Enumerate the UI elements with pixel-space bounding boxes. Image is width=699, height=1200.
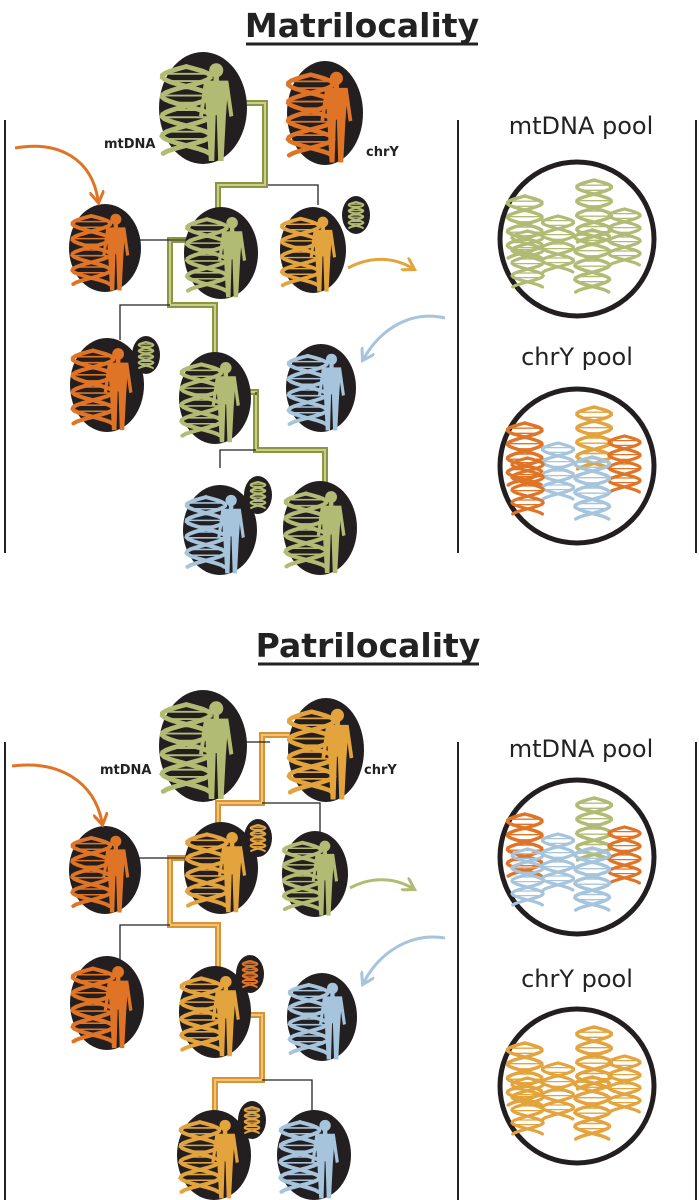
gen2-person-3 bbox=[287, 973, 357, 1061]
person-silhouette-icon bbox=[103, 348, 133, 431]
migrant-in-arrow bbox=[14, 144, 98, 200]
dna-helix-icon bbox=[178, 1120, 222, 1194]
dna-helix-icon bbox=[184, 832, 230, 908]
mt-pool-items bbox=[505, 796, 642, 912]
migrant-in-arrow bbox=[11, 763, 102, 822]
pool-dna-icon bbox=[510, 456, 545, 516]
gen3-person-1 bbox=[177, 1101, 266, 1200]
chr-pool-title: chrY pool bbox=[521, 965, 633, 993]
gen3-person-2 bbox=[277, 1110, 351, 1200]
person-silhouette-icon bbox=[316, 491, 346, 574]
mt-label: mtDNA bbox=[100, 763, 152, 778]
gen2-person-1 bbox=[70, 956, 144, 1050]
gen3-person-1 bbox=[183, 476, 272, 575]
founder-father bbox=[286, 698, 364, 802]
gen1-person-3 bbox=[279, 196, 370, 293]
pool-dna-icon bbox=[510, 1076, 545, 1136]
dna-helix-icon bbox=[249, 481, 267, 509]
pool-dna-icon bbox=[510, 229, 545, 289]
pool-dna-icon bbox=[607, 207, 642, 267]
pool-dna-icon bbox=[607, 1054, 642, 1114]
person-silhouette-icon bbox=[311, 840, 339, 916]
dna-helix-icon bbox=[179, 976, 224, 1052]
person-silhouette-icon bbox=[318, 353, 345, 431]
family-links bbox=[119, 184, 319, 468]
gen1-person-2 bbox=[184, 207, 258, 299]
panel-patrilocality: Patrilocality mtDNA chrY mtDNA pool bbox=[4, 626, 697, 1200]
gen2-person-2 bbox=[179, 955, 264, 1058]
person-silhouette-icon bbox=[211, 975, 240, 1057]
gen1-person-1 bbox=[69, 826, 141, 914]
offspring-badge bbox=[244, 819, 272, 857]
pool-dna-icon bbox=[572, 846, 612, 912]
dna-helix-icon bbox=[249, 824, 267, 852]
person-silhouette-icon bbox=[311, 1119, 339, 1199]
dna-helix-icon bbox=[137, 341, 155, 369]
person-silhouette-icon bbox=[211, 361, 240, 443]
person-silhouette-icon bbox=[321, 708, 354, 800]
gen1-person-2 bbox=[184, 819, 272, 914]
offspring-badge bbox=[244, 476, 272, 514]
person-silhouette-icon bbox=[218, 831, 247, 913]
dna-helix-icon bbox=[184, 217, 230, 293]
pool-dna-icon bbox=[510, 847, 545, 907]
chr-label: chrY bbox=[364, 763, 397, 778]
gen2-person-1 bbox=[70, 336, 160, 432]
dna-helix-icon bbox=[184, 495, 228, 569]
migrant-in-arrow-2 bbox=[364, 314, 446, 358]
person-silhouette-icon bbox=[217, 494, 245, 574]
panel-matrilocality: Matrilocality mtDNA chrY bbox=[4, 6, 697, 575]
migrant-in-arrow-2 bbox=[364, 935, 446, 982]
dna-helix-icon bbox=[70, 214, 113, 286]
mt-pool-items bbox=[505, 178, 642, 294]
chr-pool-items bbox=[505, 405, 642, 521]
mt-label: mtDNA bbox=[104, 137, 156, 152]
migrant-out-arrow bbox=[349, 880, 412, 888]
person-silhouette-icon bbox=[319, 982, 346, 1060]
founder-mother bbox=[159, 690, 247, 802]
mt-pool-title: mtDNA pool bbox=[509, 112, 654, 140]
person-silhouette-icon bbox=[102, 835, 130, 913]
person-silhouette-icon bbox=[309, 216, 337, 292]
panel-title: Matrilocality bbox=[245, 6, 479, 45]
migrant-out-arrow bbox=[347, 259, 412, 268]
dna-helix-icon bbox=[278, 1120, 322, 1194]
dna-helix-icon bbox=[241, 960, 259, 988]
founder-father bbox=[285, 61, 363, 165]
dna-helix-icon bbox=[70, 836, 113, 908]
person-silhouette-icon bbox=[211, 1119, 239, 1199]
person-silhouette-icon bbox=[103, 966, 133, 1049]
pool-dna-icon bbox=[572, 1075, 612, 1141]
gen3-person-2 bbox=[283, 481, 357, 575]
offspring-badge bbox=[342, 196, 370, 234]
dna-helix-icon bbox=[347, 201, 365, 229]
pool-dna-icon bbox=[540, 832, 576, 892]
chr-label: chrY bbox=[366, 145, 399, 160]
dna-helix-icon bbox=[243, 1106, 261, 1134]
mt-pool-title: mtDNA pool bbox=[509, 735, 654, 763]
gen1-person-1 bbox=[69, 204, 141, 292]
offspring-badge bbox=[238, 1101, 266, 1139]
person-silhouette-icon bbox=[102, 213, 130, 291]
person-silhouette-icon bbox=[320, 71, 353, 163]
gen1-person-3 bbox=[281, 831, 348, 917]
panel-title: Patrilocality bbox=[256, 626, 481, 665]
chr-pool-items bbox=[505, 1025, 642, 1141]
gen2-person-3 bbox=[286, 344, 356, 432]
chr-pool-title: chrY pool bbox=[521, 343, 633, 371]
gen2-person-2 bbox=[179, 352, 251, 444]
person-silhouette-icon bbox=[199, 701, 234, 799]
pool-dna-icon bbox=[572, 228, 612, 294]
offspring-badge bbox=[236, 955, 264, 993]
founder-mother bbox=[159, 52, 247, 164]
pool-dna-icon bbox=[607, 825, 642, 885]
offspring-badge bbox=[132, 336, 160, 374]
pool-dna-icon bbox=[572, 455, 612, 521]
person-silhouette-icon bbox=[218, 216, 247, 298]
pool-dna-icon bbox=[607, 434, 642, 494]
person-silhouette-icon bbox=[199, 63, 234, 161]
